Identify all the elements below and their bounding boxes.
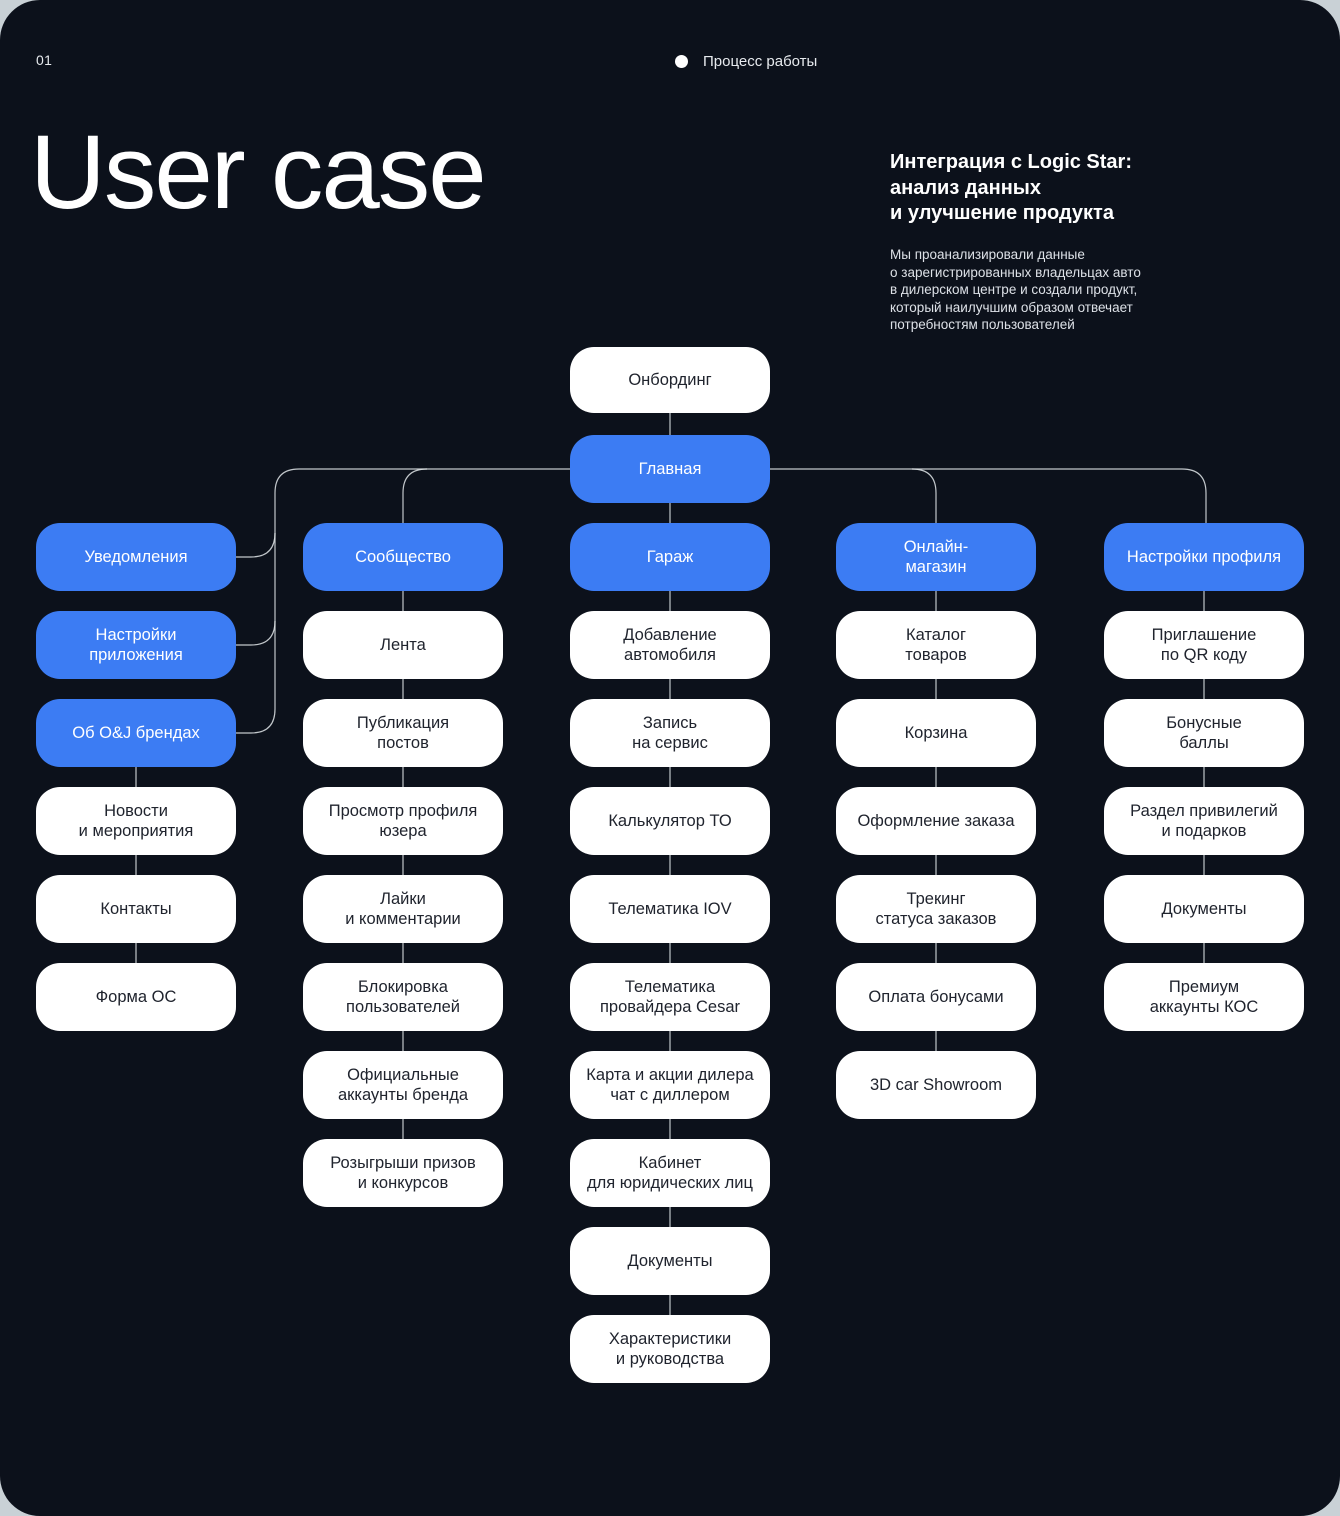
node-onboarding: Онбординг bbox=[570, 347, 770, 413]
node-online-store-3: Оформление заказа bbox=[836, 787, 1036, 855]
node-community-0: Сообщество bbox=[303, 523, 503, 591]
node-main: Главная bbox=[570, 435, 770, 503]
node-notifications-4: Контакты bbox=[36, 875, 236, 943]
node-garage-5: Телематика провайдера Cesar bbox=[570, 963, 770, 1031]
node-online-store-4: Трекинг статуса заказов bbox=[836, 875, 1036, 943]
node-community-1: Лента bbox=[303, 611, 503, 679]
node-online-store-1: Каталог товаров bbox=[836, 611, 1036, 679]
node-garage-2: Запись на сервис bbox=[570, 699, 770, 767]
aside-heading: Интеграция с Logic Star: анализ данных и… bbox=[890, 151, 1132, 225]
node-garage-1: Добавление автомобиля bbox=[570, 611, 770, 679]
node-community-3: Просмотр профиля юзера bbox=[303, 787, 503, 855]
node-profile-settings-0: Настройки профиля bbox=[1104, 523, 1304, 591]
node-garage-6: Карта и акции дилера чат с диллером bbox=[570, 1051, 770, 1119]
section-tag-label: Процесс работы bbox=[703, 53, 818, 70]
node-garage-9: Характеристики и руководства bbox=[570, 1315, 770, 1383]
node-profile-settings-3: Раздел привилегий и подарков bbox=[1104, 787, 1304, 855]
bullet-dot-icon bbox=[675, 55, 688, 68]
node-garage-7: Кабинет для юридических лиц bbox=[570, 1139, 770, 1207]
node-notifications-0: Уведомления bbox=[36, 523, 236, 591]
node-community-5: Блокировка пользователей bbox=[303, 963, 503, 1031]
node-profile-settings-5: Премиум аккаунты КОС bbox=[1104, 963, 1304, 1031]
page-index: 01 bbox=[36, 52, 53, 68]
aside-body: Мы проанализировали данные о зарегистрир… bbox=[890, 247, 1141, 333]
node-online-store-5: Оплата бонусами bbox=[836, 963, 1036, 1031]
node-community-7: Розыгрыши призов и конкурсов bbox=[303, 1139, 503, 1207]
node-garage-0: Гараж bbox=[570, 523, 770, 591]
node-garage-3: Калькулятор ТО bbox=[570, 787, 770, 855]
node-online-store-0: Онлайн- магазин bbox=[836, 523, 1036, 591]
node-community-4: Лайки и комментарии bbox=[303, 875, 503, 943]
node-notifications-1: Настройки приложения bbox=[36, 611, 236, 679]
node-garage-8: Документы bbox=[570, 1227, 770, 1295]
section-tag: Процесс работы bbox=[675, 53, 817, 70]
node-notifications-2: Об O&J брендах bbox=[36, 699, 236, 767]
node-community-6: Официальные аккаунты бренда bbox=[303, 1051, 503, 1119]
node-community-2: Публикация постов bbox=[303, 699, 503, 767]
node-profile-settings-4: Документы bbox=[1104, 875, 1304, 943]
page-title: User case bbox=[30, 114, 487, 231]
node-notifications-3: Новости и мероприятия bbox=[36, 787, 236, 855]
node-profile-settings-2: Бонусные баллы bbox=[1104, 699, 1304, 767]
node-notifications-5: Форма ОС bbox=[36, 963, 236, 1031]
node-garage-4: Телематика IOV bbox=[570, 875, 770, 943]
node-profile-settings-1: Приглашение по QR коду bbox=[1104, 611, 1304, 679]
node-online-store-6: 3D car Showroom bbox=[836, 1051, 1036, 1119]
node-online-store-2: Корзина bbox=[836, 699, 1036, 767]
